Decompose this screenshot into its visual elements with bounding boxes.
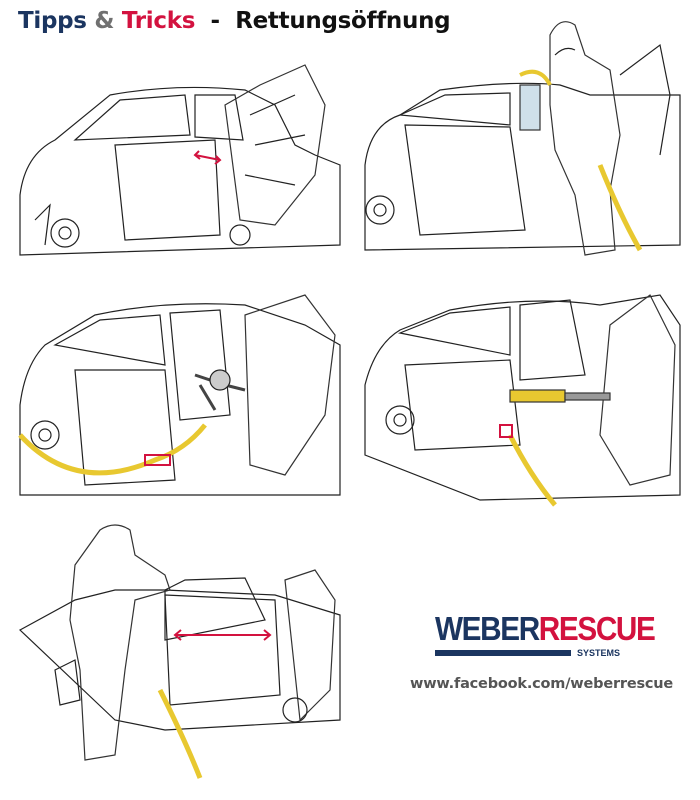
title-tipps: Tipps [18,8,87,34]
illustration-step-4 [360,285,685,507]
weber-rescue-logo: WEBERRESCUE SYSTEMS [435,610,656,658]
door-opening-arrow [173,629,272,641]
title-ampersand: & [94,8,115,34]
page-title: Tipps & Tricks - Rettungsöffnung [18,8,451,34]
logo-weber: WEBER [435,610,540,647]
logo-bar [435,650,571,656]
logo-systems: SYSTEMS [576,648,620,658]
title-topic: Rettungsöffnung [235,8,451,34]
gap-arrow [193,150,222,165]
illustration-step-2 [360,15,685,260]
facebook-url-link[interactable]: www.facebook.com/weberrescue [410,676,674,692]
title-dash: - [210,8,221,34]
illustration-step-1 [15,45,345,263]
logo-rescue: RESCUE [538,610,656,647]
illustration-step-3 [15,285,345,503]
title-tricks: Tricks [121,8,196,34]
illustration-step-5 [15,520,345,785]
